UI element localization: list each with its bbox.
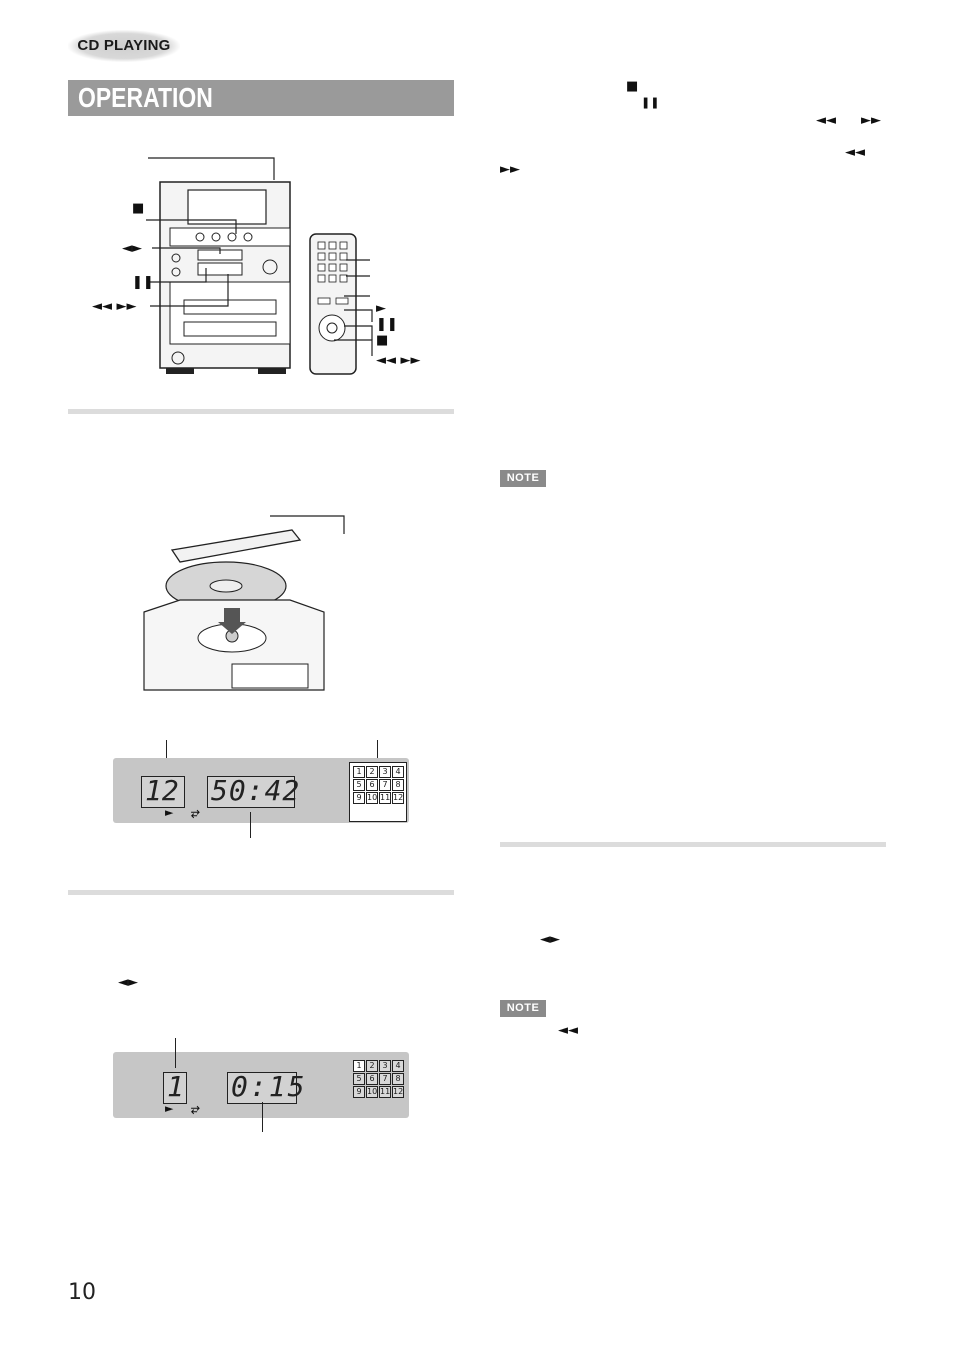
- pause-symbol: ❚❚: [641, 96, 660, 109]
- track-cell: 6: [366, 779, 378, 791]
- track-number: 12: [145, 774, 179, 807]
- cd-loading-illustration: [140, 512, 360, 692]
- callout-line: [377, 740, 378, 758]
- track-cell: 5: [353, 1073, 365, 1085]
- page-number: 10: [68, 1280, 96, 1305]
- stop-label: ■: [132, 201, 145, 216]
- track-cell: 12: [392, 792, 404, 804]
- track-cell: 11: [379, 792, 391, 804]
- track-cell: 9: [353, 792, 365, 804]
- callout-line: [166, 740, 167, 758]
- play-indicator-icon: ►: [165, 1102, 174, 1115]
- track-cell: 10: [366, 792, 378, 804]
- play-pause-symbol: ◄►: [540, 932, 560, 947]
- remote-pause-label: ❚❚: [376, 317, 398, 332]
- section-badge: CD PLAYING: [68, 30, 180, 62]
- track-cell: 2: [366, 1060, 378, 1072]
- track-cell: 8: [392, 779, 404, 791]
- section-divider: [500, 842, 886, 847]
- stop-symbol: ■: [626, 79, 639, 94]
- track-cell: 5: [353, 779, 365, 791]
- stereo-diagram: [146, 157, 373, 375]
- track-cell: 10: [366, 1086, 378, 1098]
- rewind-symbol: ◄◄: [816, 113, 836, 128]
- elapsed-time: 50:42: [211, 774, 301, 807]
- repeat-icon: ⥂: [191, 1102, 200, 1115]
- play-pause-label: ◄►: [122, 241, 142, 256]
- track-cell: 7: [379, 1073, 391, 1085]
- track-cell: 2: [366, 766, 378, 778]
- remote-skip-label: ◄◄ ►►: [376, 353, 421, 368]
- note-badge: NOTE: [500, 1000, 546, 1017]
- track-cell: 12: [392, 1086, 404, 1098]
- elapsed-time: 0:15: [231, 1070, 307, 1103]
- track-cell: 1: [353, 766, 365, 778]
- track-cell: 8: [392, 1073, 404, 1085]
- remote-stop-label: ■: [376, 333, 389, 348]
- rewind-symbol: ◄◄: [558, 1023, 578, 1038]
- remote-play-label: ►: [376, 301, 386, 316]
- track-cell: 3: [379, 1060, 391, 1072]
- play-pause-symbol: ◄►: [118, 975, 138, 990]
- play-indicator-icon: ►: [165, 806, 174, 819]
- section-divider: [68, 890, 454, 895]
- skip-label: ◄◄ ►►: [92, 299, 137, 314]
- track-cell: 1: [353, 1060, 365, 1072]
- callout-line: [262, 1102, 263, 1132]
- stereo-illustration: ■ ◄► ❚❚ ◄◄ ►► ► ❚❚ ■ ◄◄ ►►: [88, 150, 448, 380]
- track-cell: 3: [379, 766, 391, 778]
- track-cell: 6: [366, 1073, 378, 1085]
- track-cell: 11: [379, 1086, 391, 1098]
- track-number-box: [141, 776, 185, 808]
- rewind-symbol: ◄◄: [845, 145, 865, 160]
- title-bar: OPERATION: [68, 80, 454, 116]
- track-cell: 9: [353, 1086, 365, 1098]
- track-cell: 7: [379, 779, 391, 791]
- fast-forward-symbol: ►►: [500, 162, 520, 177]
- callout-line: [175, 1038, 176, 1068]
- pause-label: ❚❚: [132, 275, 154, 290]
- page-title: OPERATION: [78, 82, 213, 113]
- track-number-box: [163, 1072, 187, 1104]
- repeat-icon: ⥂: [191, 806, 200, 819]
- callout-line: [250, 812, 251, 838]
- track-number: 1: [167, 1070, 184, 1103]
- section-divider: [68, 409, 454, 414]
- cd-loading-diagram: [143, 515, 345, 691]
- fast-forward-symbol: ►►: [861, 113, 881, 128]
- track-cell: 4: [392, 1060, 404, 1072]
- note-badge: NOTE: [500, 470, 546, 487]
- track-cell: 4: [392, 766, 404, 778]
- time-box: [207, 776, 295, 808]
